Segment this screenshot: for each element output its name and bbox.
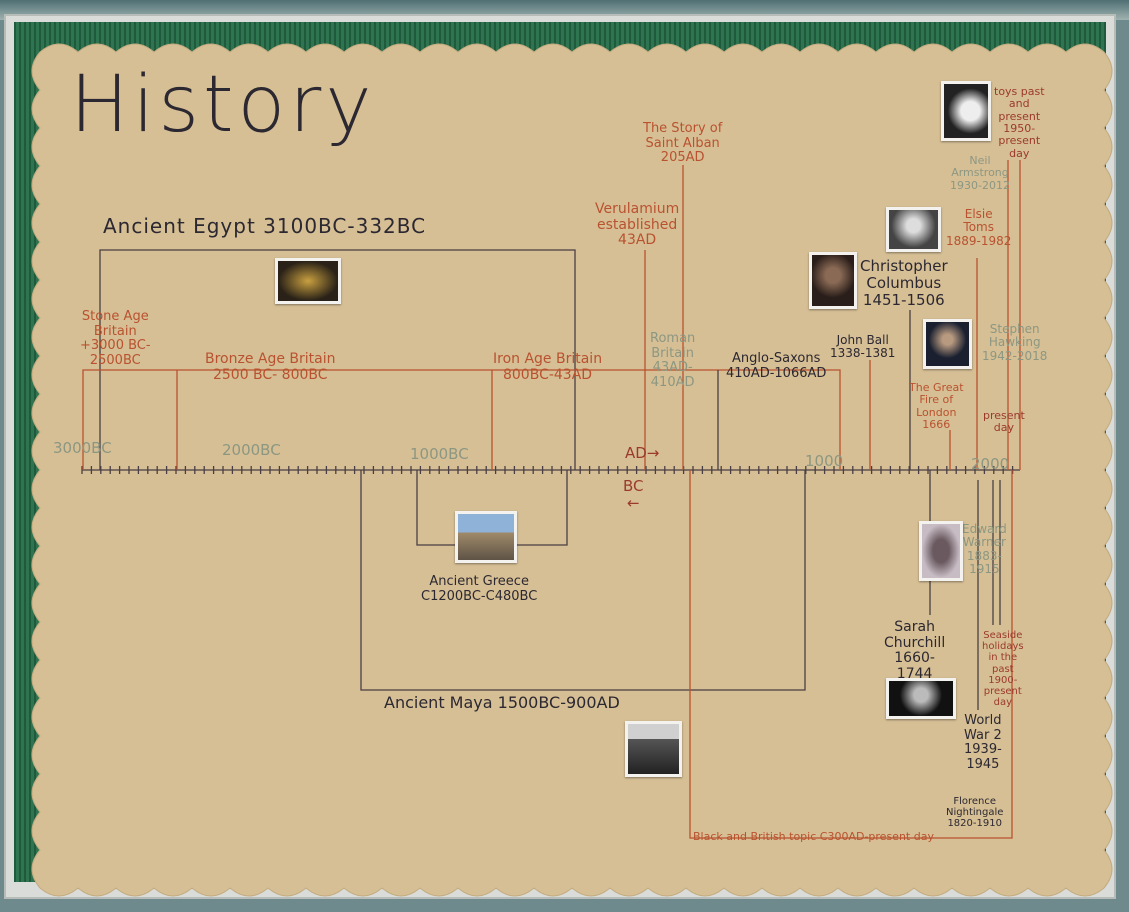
label-ancient-egypt: Ancient Egypt 3100BC-332BC	[103, 214, 427, 238]
label-john-ball: John Ball 1338-1381	[830, 333, 896, 361]
photo-tutankhamun-mask	[275, 258, 341, 304]
axis-label-bc: BC ←	[623, 477, 644, 512]
label-edward-warner: Edward Warner 1883- 1915	[962, 522, 1007, 577]
label-florence-nightingale: Florence Nightingale 1820-1910	[946, 796, 1004, 830]
label-world-war-2: World War 2 1939- 1945	[964, 713, 1002, 772]
black-british-bracket	[689, 470, 1013, 839]
label-saint-alban: The Story of Saint Alban 205AD	[643, 121, 723, 166]
label-ancient-greece: Ancient Greece C1200BC-C480BC	[421, 574, 538, 604]
photo-greek-temple	[455, 511, 517, 563]
axis-label-2000bc: 2000BC	[222, 441, 281, 459]
timeline-lines	[81, 160, 1021, 839]
label-toys: toys past and present 1950- present day	[994, 85, 1045, 160]
label-anglo-saxons: Anglo-Saxons 410AD-1066AD	[726, 351, 827, 381]
photo-stephen-hawking	[923, 319, 972, 369]
photo-sarah-churchill	[886, 678, 956, 719]
label-sarah-churchill: Sarah Churchill 1660- 1744	[884, 619, 946, 683]
axis-label-3000bc: 3000BC	[53, 439, 112, 457]
photo-christopher-columbus	[809, 252, 857, 309]
maya-bracket	[360, 470, 806, 691]
axis-label-1000bc: 1000BC	[410, 445, 469, 463]
label-stephen-hawking: Stephen Hawking 1942-2018	[982, 322, 1048, 363]
photo-neil-armstrong	[941, 81, 991, 141]
photo-edward-warner	[919, 521, 963, 581]
britain-bracket	[82, 369, 841, 470]
label-roman-britain: Roman Britain 43AD- 410AD	[650, 331, 696, 390]
label-elsie-toms: Elsie Toms 1889-1982	[946, 207, 1012, 248]
axis-label-2000: 2000	[971, 455, 1010, 473]
label-seaside-holidays: Seaside holidays in the past 1900- prese…	[982, 630, 1024, 709]
axis-ticks	[81, 466, 1014, 474]
photo-maya-pyramid	[625, 721, 682, 777]
axis-label-1000: 1000	[805, 452, 844, 470]
label-great-fire: The Great Fire of London 1666	[909, 381, 964, 431]
label-christopher-columbus: Christopher Columbus 1451-1506	[860, 257, 948, 309]
label-ancient-maya: Ancient Maya 1500BC-900AD	[384, 693, 620, 712]
page-title: History	[70, 60, 376, 150]
label-bronze-age: Bronze Age Britain 2500 BC- 800BC	[205, 351, 336, 383]
label-verulamium: Verulamium established 43AD	[595, 201, 680, 249]
axis-label-ad: AD→	[625, 444, 660, 462]
egypt-bracket	[99, 249, 576, 470]
label-black-and-british: Black and British topic C300AD-present d…	[693, 830, 934, 843]
label-iron-age: Iron Age Britain 800BC-43AD	[493, 351, 603, 383]
label-neil-armstrong: Neil Armstrong 1930-2012	[950, 154, 1010, 192]
photo-elsie-toms	[886, 207, 941, 252]
label-present-day: present day	[983, 409, 1025, 435]
label-stone-age: Stone Age Britain +3000 BC- 2500BC	[80, 309, 151, 368]
